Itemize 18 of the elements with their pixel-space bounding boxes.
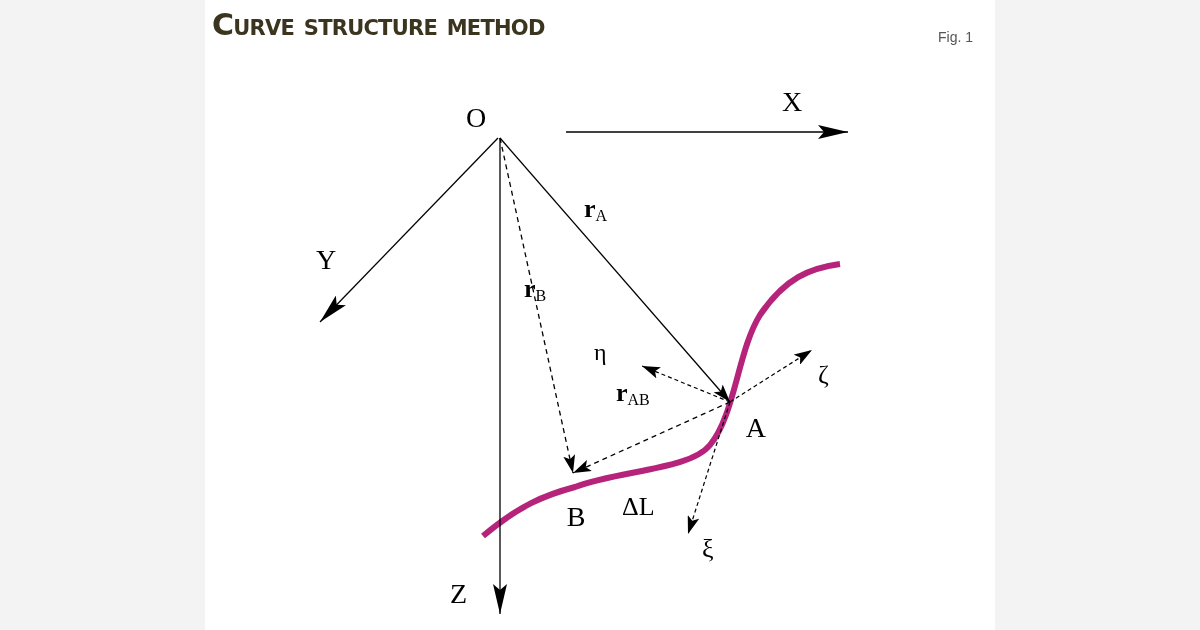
arrow (499, 137, 576, 474)
point-label: A (745, 414, 766, 442)
arc-length-label: ΔL (622, 494, 655, 520)
point-label: B (566, 503, 586, 531)
axis-label: ζ (818, 362, 829, 388)
edge-label: r$_{AB}$ (616, 380, 650, 406)
axis-label: Y (316, 246, 337, 274)
edge-label: r$_{A}$ (584, 196, 608, 222)
arrow (499, 137, 731, 403)
title: Curve structure method (212, 10, 545, 40)
edge-label: r$_{B}$ (524, 276, 547, 302)
point-label: O (466, 104, 487, 132)
figure-number: Fig. 1 (938, 30, 973, 44)
axis-label: η (594, 340, 607, 364)
axis-label: Z (450, 580, 468, 608)
axis-label: ξ (702, 536, 714, 562)
arrow (572, 401, 731, 474)
axis-label: X (782, 88, 803, 116)
